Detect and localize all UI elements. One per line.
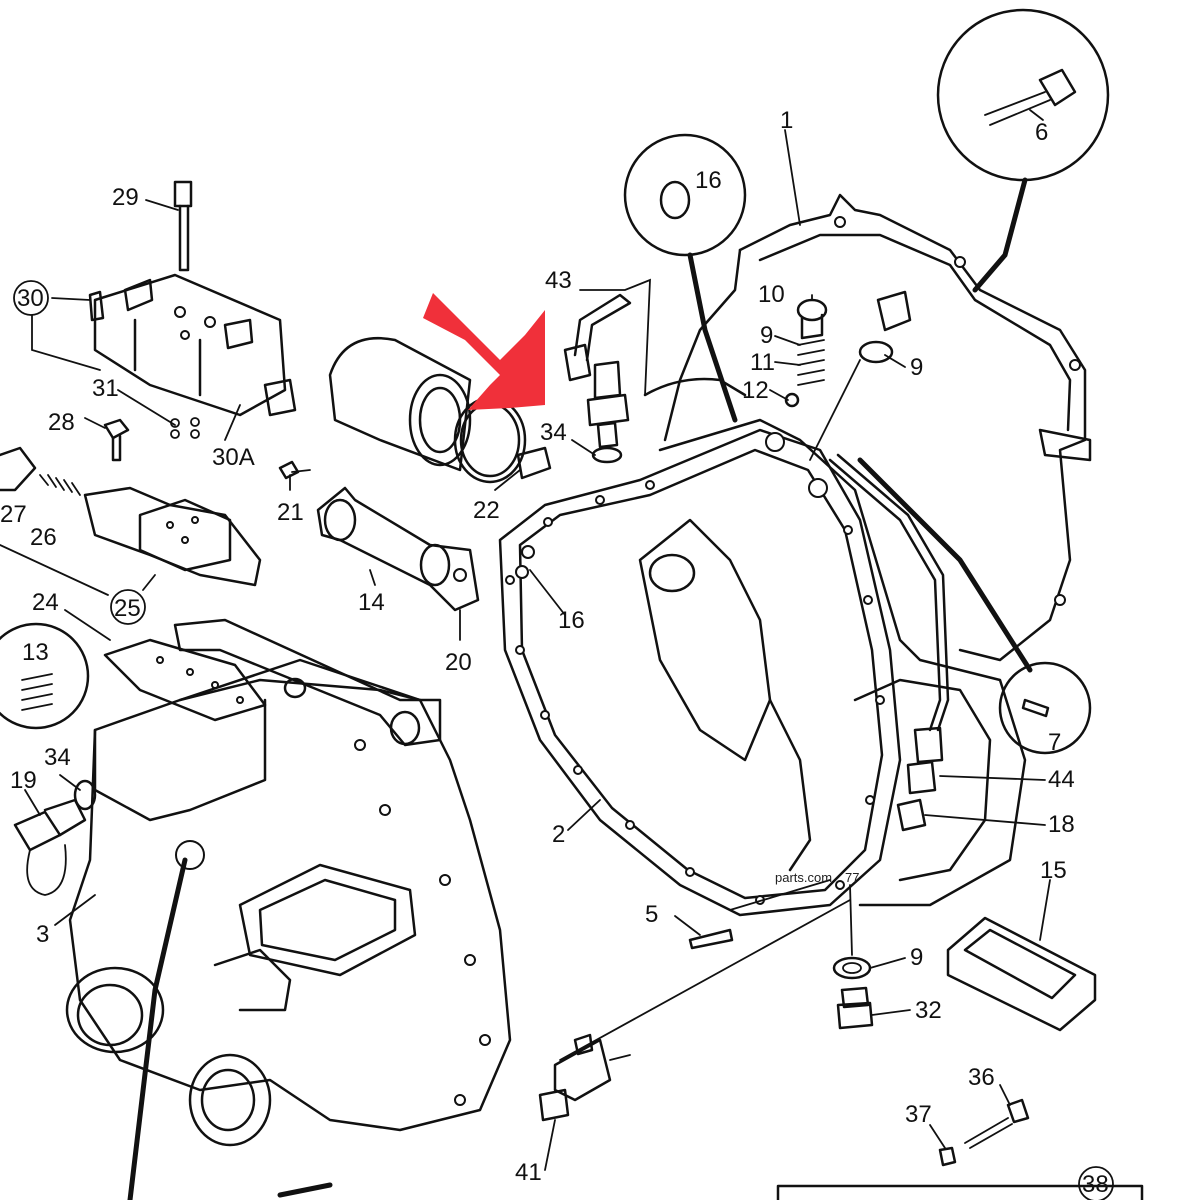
label-part-30a: 30A — [212, 444, 255, 471]
label-circles — [13, 280, 1114, 1200]
label-part-21: 21 — [277, 499, 304, 526]
label-part-9-b: 9 — [910, 354, 923, 381]
label-part-41: 41 — [515, 1159, 542, 1186]
label-part-28: 28 — [48, 409, 75, 436]
watermark-text: parts.com — [775, 870, 832, 885]
label-part-14: 14 — [358, 589, 385, 616]
red-arrow-indicator — [423, 293, 545, 410]
label-part-19: 19 — [10, 767, 37, 794]
nut-part-37 — [938, 1146, 957, 1167]
tube-part-14 — [316, 486, 480, 612]
valve-housing-part-25 — [83, 486, 262, 587]
sensor-part-41 — [538, 1033, 631, 1122]
inset-circle-7 — [998, 661, 1092, 755]
fitting-part-19 — [13, 798, 87, 896]
watermark: 77 parts.com — [775, 870, 859, 885]
gasket-part-15 — [946, 916, 1097, 1032]
label-part-36: 36 — [968, 1064, 995, 1091]
label-part-34: 34 — [540, 419, 567, 446]
valve-block-part-30 — [88, 273, 297, 417]
inset-circle-13 — [0, 622, 90, 730]
label-part-32: 32 — [915, 997, 942, 1024]
label-part-6: 6 — [1035, 119, 1048, 146]
label-part-5: 5 — [645, 901, 658, 928]
label-part-13: 13 — [22, 639, 49, 666]
label-part-31: 31 — [92, 375, 119, 402]
label-part-24: 24 — [32, 589, 59, 616]
label-part-20: 20 — [445, 649, 472, 676]
label-part-7: 7 — [1048, 729, 1061, 756]
label-part-9-a: 9 — [760, 322, 773, 349]
label-part-30: 30 — [17, 285, 44, 312]
label-part-25: 25 — [114, 595, 141, 622]
inset-circle-6 — [936, 8, 1110, 182]
washer-part-9-lower — [832, 956, 872, 980]
ball-part-12 — [784, 392, 800, 408]
bolt-part-29 — [173, 180, 193, 272]
pipe-part-44 — [828, 453, 950, 832]
label-part-29: 29 — [112, 184, 139, 211]
spool-part-26-27 — [0, 446, 81, 496]
plug-part-32 — [836, 986, 874, 1030]
label-part-16: 16 — [558, 607, 585, 634]
label-part-10: 10 — [758, 281, 785, 308]
bolt-part-36 — [964, 1098, 1030, 1149]
box-part-38 — [776, 1184, 1144, 1200]
label-part-38: 38 — [1082, 1171, 1109, 1198]
label-part-1: 1 — [780, 107, 793, 134]
inset-circle-16 — [623, 133, 747, 257]
washer-part-34-left — [73, 779, 97, 811]
label-part-44: 44 — [1048, 766, 1075, 793]
label-part-27: 27 — [0, 501, 27, 528]
label-part-37: 37 — [905, 1101, 932, 1128]
label-part-18: 18 — [1048, 811, 1075, 838]
bolt-part-21 — [278, 460, 311, 480]
label-part-3: 3 — [36, 921, 49, 948]
bolt-part-28 — [103, 418, 130, 462]
label-part-15: 15 — [1040, 857, 1067, 884]
reference-lines — [127, 177, 1033, 1200]
spring-part-11 — [797, 339, 825, 386]
label-part-12: 12 — [742, 377, 769, 404]
label-part-34-left: 34 — [44, 744, 71, 771]
label-part-2: 2 — [552, 821, 565, 848]
leader-lines — [0, 109, 1051, 1171]
rear-cover-part-1 — [663, 193, 1092, 662]
plate-part-24 — [103, 618, 442, 747]
plug-upper-right — [858, 290, 912, 364]
label-part-43: 43 — [545, 267, 572, 294]
label-part-16-inset: 16 — [695, 167, 722, 194]
label-part-22: 22 — [473, 497, 500, 524]
small-parts-31 — [170, 417, 200, 439]
part-labels: 1 2 3 5 6 7 9 9 9 10 11 12 13 14 15 16 1… — [0, 107, 1109, 1198]
label-part-9-c: 9 — [910, 944, 923, 971]
pin-part-5 — [688, 928, 734, 950]
plug-part-10 — [796, 298, 828, 340]
gearbox-part-3 — [65, 658, 512, 1147]
housing-part-2 — [498, 418, 1027, 917]
watermark-prefix: 77 — [845, 870, 859, 885]
label-part-11: 11 — [750, 349, 775, 376]
fitting-part-34 — [586, 360, 630, 464]
label-part-26: 26 — [30, 524, 57, 551]
